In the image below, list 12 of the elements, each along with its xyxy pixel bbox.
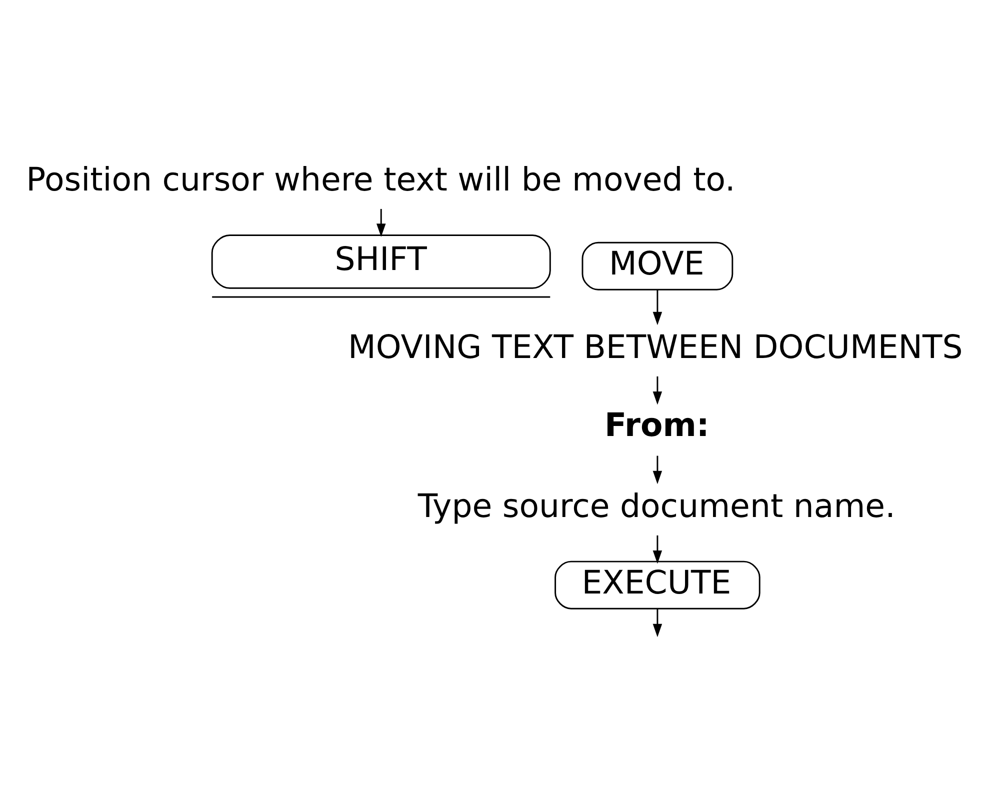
arrow [652,534,662,564]
arrow [652,608,662,637]
node-text: MOVING TEXT BETWEEN DOCUMENTS [348,328,963,366]
arrow [652,289,662,325]
node-text: Type source document name. [418,486,896,524]
arrow [652,455,662,484]
arrow [376,208,386,236]
node-box: MOVE [582,241,734,290]
node-text: From: [604,406,710,444]
node-box: EXECUTE [554,560,760,609]
node-text: Position cursor where text will be moved to. [26,160,736,198]
arrow [652,376,662,404]
